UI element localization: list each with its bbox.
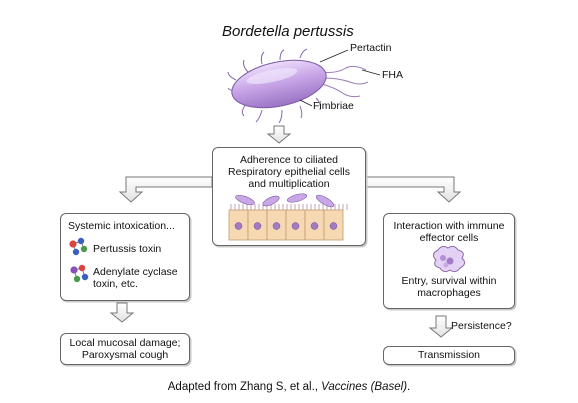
adherence-text: Adherence to ciliated Respiratory epithe… — [213, 154, 365, 190]
arrow-to-damage — [109, 302, 135, 323]
adenylate-cyclase-icon — [70, 264, 89, 283]
arrow-to-transmission — [428, 315, 454, 338]
persistence-label: Persistence? — [451, 320, 512, 332]
caption-prefix: Adapted from Zhang S, et al., — [167, 381, 322, 393]
adenylate-line2: toxin, etc. — [93, 277, 138, 290]
immune-heading: Interaction with immune effector cells — [384, 220, 514, 245]
figure-caption: Adapted from Zhang S, et al., Vaccines (… — [0, 381, 578, 394]
caption-journal: Vaccines (Basel) — [321, 381, 408, 393]
transmission-box: Transmission — [383, 346, 515, 365]
macrophage-icon — [432, 246, 466, 273]
transmission-label: Transmission — [417, 349, 481, 361]
toxin-molecule-icons — [69, 237, 89, 283]
arrow-down-top — [266, 125, 292, 144]
arrow-to-immune — [365, 176, 462, 203]
label-fha: FHA — [382, 69, 403, 81]
damage-box: Local mucosal damage; Paroxysmal cough — [60, 333, 190, 365]
damage-line2: Paroxysmal cough — [81, 348, 169, 361]
intoxication-heading: Systemic intoxication... — [68, 220, 175, 232]
epithelium-illustration — [228, 193, 348, 241]
immune-line4: macrophages — [417, 286, 481, 299]
adherence-line2: Respiratory epithelial cells — [228, 165, 350, 178]
pertussis-toxin-icon — [69, 237, 88, 256]
caption-suffix: . — [407, 381, 411, 393]
adhered-bacteria — [235, 193, 335, 208]
adherence-box: Adherence to ciliated Respiratory epithe… — [212, 147, 366, 246]
arrow-to-intoxication — [118, 176, 213, 203]
label-fimbriae: Fimbriae — [313, 100, 354, 112]
pertussis-toxin-label: Pertussis toxin — [93, 243, 162, 255]
damage-line1: Local mucosal damage; — [69, 337, 181, 349]
damage-text: Local mucosal damage; Paroxysmal cough — [61, 337, 189, 362]
immune-line1: Interaction with immune — [393, 220, 505, 232]
adenylate-line1: Adenylate cyclase — [93, 266, 178, 278]
immune-line2: effector cells — [419, 231, 479, 244]
immune-box: Interaction with immune effector cells E… — [383, 213, 515, 309]
immune-sub: Entry, survival within macrophages — [384, 275, 514, 300]
epithelial-cells — [228, 209, 344, 241]
adherence-line1: Adherence to ciliated — [239, 154, 339, 166]
adenylate-cyclase-label: Adenylate cyclase toxin, etc. — [93, 266, 178, 291]
intoxication-box: Systemic intoxication... Pertussis toxin… — [60, 213, 190, 301]
adherence-line3: and multiplication — [248, 177, 330, 190]
bacterium-illustration — [227, 48, 381, 124]
diagram-title: Bordetella pertussis — [222, 23, 354, 40]
label-pertactin: Pertactin — [350, 42, 392, 54]
immune-line3: Entry, survival within — [401, 275, 497, 287]
